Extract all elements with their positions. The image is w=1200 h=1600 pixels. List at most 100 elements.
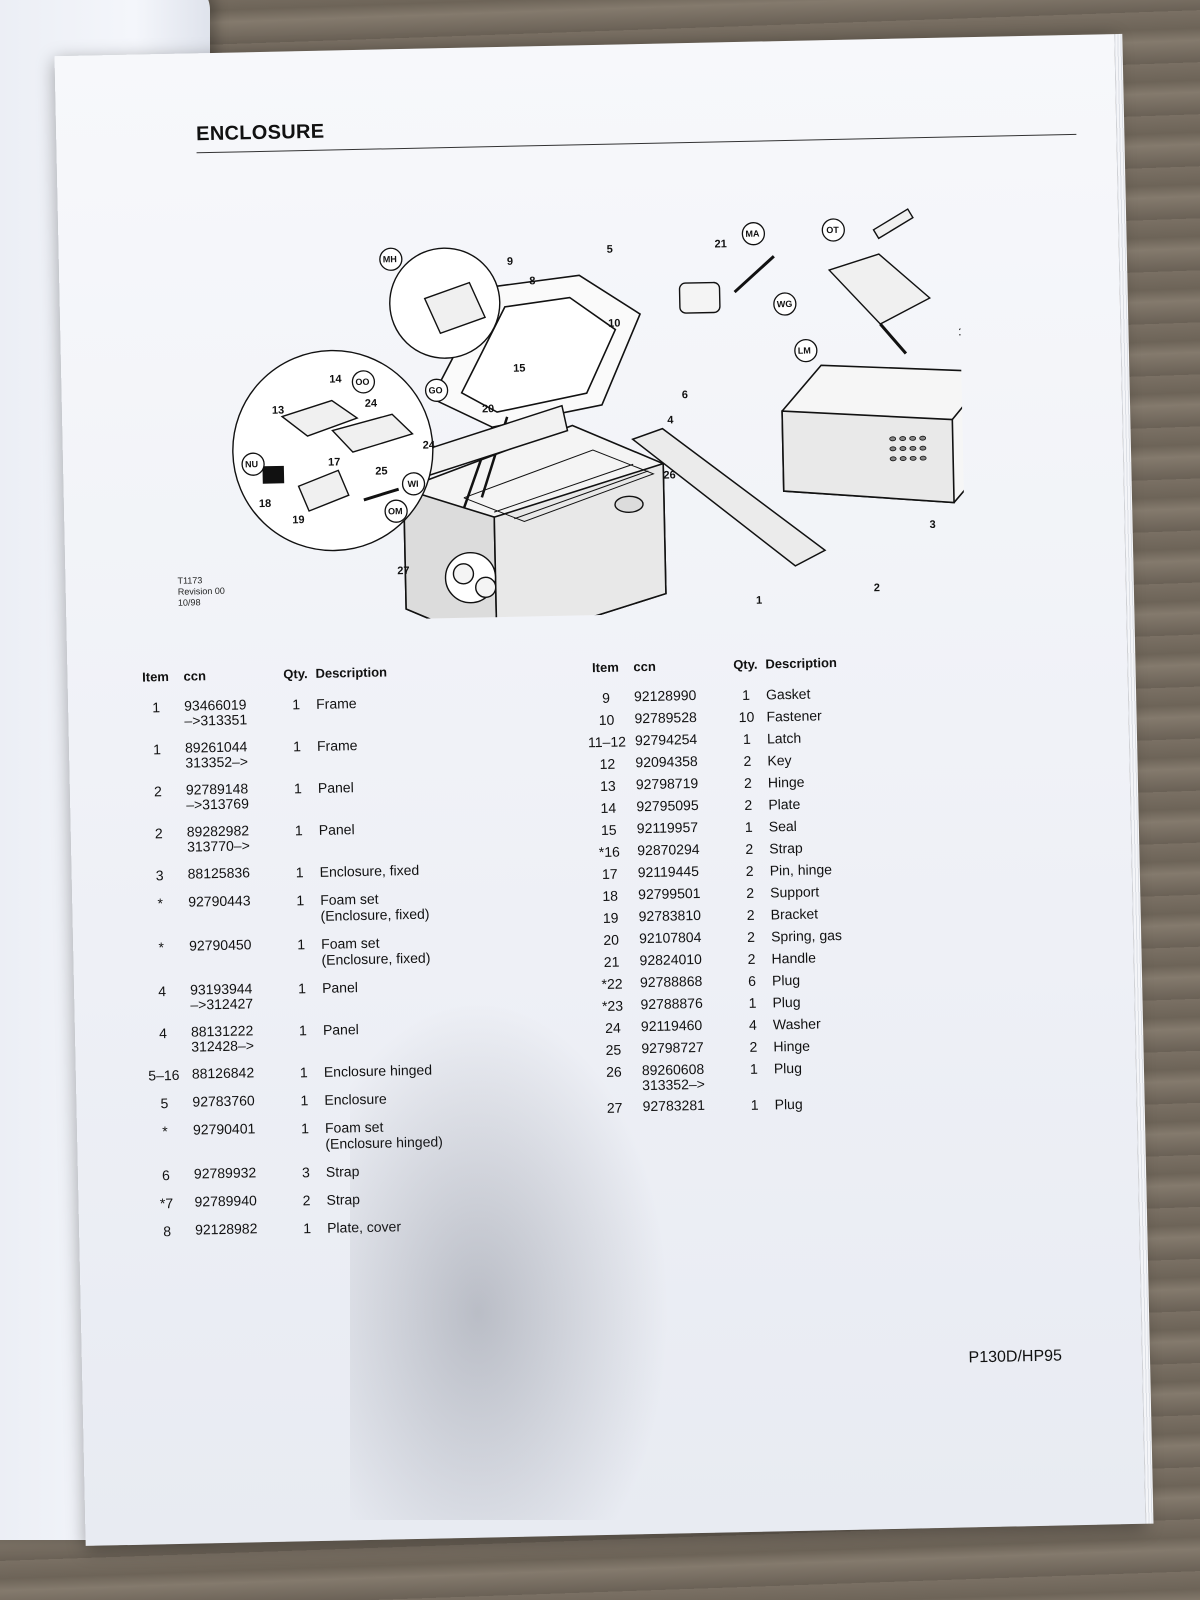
cell-item: 11–12 (579, 733, 635, 750)
cell-qty-line1: 2 (743, 752, 752, 769)
cell-ccn: 92094358 (635, 753, 727, 770)
cell-description-line1: Hinge (767, 773, 805, 791)
cell-qty: 2 (729, 840, 769, 857)
item-label-13: 13 (272, 405, 284, 417)
cell-description: Plug (774, 1093, 924, 1113)
cell-description: Spring, gas (771, 925, 921, 944)
cell-item: *23 (584, 997, 640, 1014)
cell-description-line1: Panel (317, 779, 354, 796)
cell-ccn-line2: 313352–> (185, 753, 249, 771)
header-description: Description (315, 664, 388, 681)
cell-item: 18 (582, 887, 638, 904)
cell-ccn-line2: 313770–> (186, 837, 250, 855)
cell-description: Gasket (765, 683, 916, 703)
cell-description-line1: Panel (322, 1021, 359, 1038)
cell-ccn-line1: 92790450 (189, 936, 252, 954)
cell-description-line1: Latch (766, 729, 802, 747)
cell-item: * (133, 939, 189, 956)
cell-qty-line1: 1 (742, 730, 752, 747)
cell-item-line1: *16 (598, 843, 620, 861)
cell-ccn-line1: 92799501 (638, 884, 701, 903)
cell-description: Washer (773, 1013, 923, 1032)
cell-item: 6 (138, 1167, 194, 1184)
handle-assembly (678, 255, 775, 314)
cell-item-line1: 15 (600, 821, 617, 838)
cell-description-line1: Bracket (770, 905, 819, 923)
cell-ccn: 92790443 (188, 892, 280, 909)
cell-item: *7 (138, 1195, 194, 1212)
cell-item: 20 (583, 931, 639, 948)
cell-qty: 1 (727, 730, 767, 747)
cell-description: Seal (769, 815, 919, 835)
cell-qty-line1: 1 (298, 980, 307, 997)
cell-qty: 3 (286, 1164, 326, 1181)
cell-ccn: 92798727 (641, 1039, 733, 1056)
cell-ccn-line1: 88126842 (191, 1064, 255, 1082)
cell-qty-line1: 1 (303, 1220, 312, 1237)
header-ccn: ccn (183, 668, 207, 684)
cell-item-line1: 12 (599, 755, 616, 772)
cell-qty-line1: 1 (749, 1060, 758, 1077)
cell-item: 24 (585, 1019, 641, 1036)
header-qty: Qty. (283, 666, 308, 682)
cell-description: Latch (766, 727, 917, 747)
cell-ccn: 92128990 (634, 687, 726, 704)
cell-description: Key (767, 749, 917, 769)
cell-description: Fastener (766, 705, 916, 724)
cell-qty-line1: 1 (297, 936, 306, 953)
cell-item: * (132, 895, 188, 912)
cell-item: 5 (136, 1095, 192, 1112)
cell-item-line1: 17 (601, 865, 618, 882)
cell-item-line1: * (157, 895, 164, 912)
cell-qty-line1: 1 (293, 780, 302, 797)
item-label-19: 19 (292, 514, 304, 526)
cell-description-line1: Frame (316, 737, 358, 754)
cell-ccn: 92795095 (636, 797, 728, 814)
item-label-10: 10 (608, 317, 620, 329)
cell-item-line1: *22 (601, 975, 623, 993)
cell-ccn-line1: 92128982 (194, 1220, 258, 1238)
cell-ccn: 92783760 (192, 1092, 284, 1109)
cell-description: Frame (317, 735, 467, 754)
cell-description: Hinge (767, 771, 918, 791)
table-header: Item ccn Qty. Description (127, 663, 465, 686)
cell-ccn-line1: 92119957 (636, 818, 699, 837)
cell-qty-line1: 2 (744, 796, 753, 813)
cell-qty: 1 (277, 738, 317, 755)
item-label-2: 2 (874, 582, 880, 594)
cell-item: 10 (578, 711, 634, 728)
callout-WI: WI (401, 472, 426, 496)
cell-qty-line1: 6 (747, 972, 757, 989)
plug-detail (444, 551, 497, 604)
cell-ccn-line1: 92789932 (193, 1164, 257, 1182)
callout-NU: NU (241, 452, 265, 476)
cell-description-line1: Gasket (765, 685, 811, 703)
item-label-15: 15 (513, 362, 525, 374)
cell-description-line2: (Enclosure, fixed) (320, 905, 430, 924)
cell-qty: 1 (732, 994, 772, 1011)
cell-description-line1: Panel (318, 821, 355, 838)
figure-date: 10/98 (177, 597, 201, 608)
cell-description-line1: Pin, hinge (769, 861, 833, 879)
item-label-1: 1 (756, 595, 762, 607)
item-label-20: 20 (482, 403, 494, 415)
cell-item: 3 (132, 867, 188, 884)
header-item: Item (591, 659, 619, 676)
cell-ccn-line2: –>312427 (190, 995, 254, 1013)
cell-qty: 2 (727, 752, 767, 769)
callout-WG: WG (773, 292, 797, 316)
